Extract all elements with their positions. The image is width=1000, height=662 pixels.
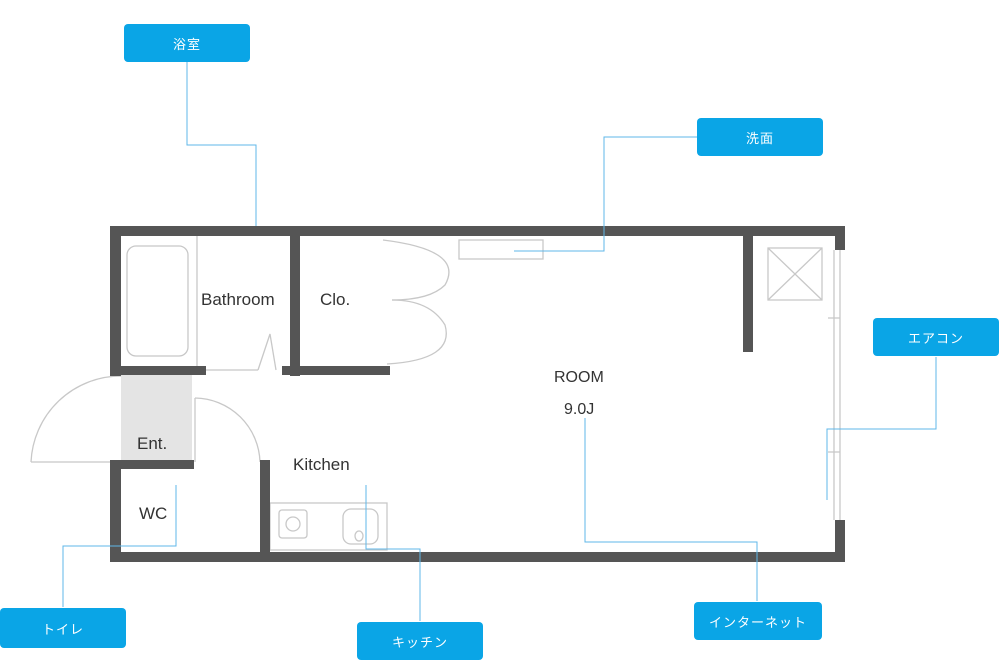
wall-left-lower (110, 462, 121, 562)
stove (278, 509, 308, 539)
callout-washbasin[interactable]: 洗面 (697, 118, 823, 156)
callout-internet[interactable]: インターネット (694, 602, 822, 640)
wall-right-upper (835, 226, 845, 250)
entrance-floor (121, 372, 192, 462)
wall-bath-bottom (110, 366, 206, 375)
wall-kitchen-stub (260, 460, 270, 560)
leader-toilet (62, 485, 177, 607)
aircon-unit (767, 247, 823, 301)
bathroom-label: Bathroom (201, 290, 275, 309)
wc-label: WC (139, 504, 168, 523)
wall-bottom (110, 552, 845, 562)
closet-label: Clo. (320, 290, 351, 309)
room-label: ROOM (554, 369, 604, 386)
washbasin-counter (458, 239, 544, 260)
leader-lines (62, 62, 937, 621)
wall-top (110, 226, 845, 236)
entrance-door-arc (30, 375, 122, 463)
closet-door-arc-top (382, 239, 450, 301)
kitchen-label: Kitchen (293, 455, 350, 474)
closet-door-arc-bottom (386, 299, 447, 365)
entrance-label: Ent. (137, 434, 168, 453)
callout-toilet[interactable]: トイレ (0, 608, 126, 648)
wc-door-arc (194, 397, 261, 463)
room-size-label: 9.0J (564, 401, 595, 418)
leader-aircon (826, 357, 937, 500)
wall-right-lower (835, 520, 845, 562)
wall-room-divider (743, 226, 753, 352)
callout-aircon[interactable]: エアコン (873, 318, 999, 356)
fixtures (30, 236, 841, 551)
callout-kitchen[interactable]: キッチン (357, 622, 483, 660)
bathtub (126, 245, 189, 357)
leader-washbasin (514, 136, 697, 252)
callout-bath[interactable]: 浴室 (124, 24, 250, 62)
wall-left-upper (110, 226, 121, 376)
wall-closet-bottom (282, 366, 390, 375)
leader-bath (186, 62, 257, 226)
bathroom-door (257, 333, 277, 371)
leader-kitchen (365, 485, 421, 621)
walls (110, 226, 845, 562)
leader-internet (584, 418, 758, 601)
wall-bath-closet (290, 226, 300, 376)
sink (342, 508, 379, 545)
wall-ent-bottom (110, 460, 194, 469)
